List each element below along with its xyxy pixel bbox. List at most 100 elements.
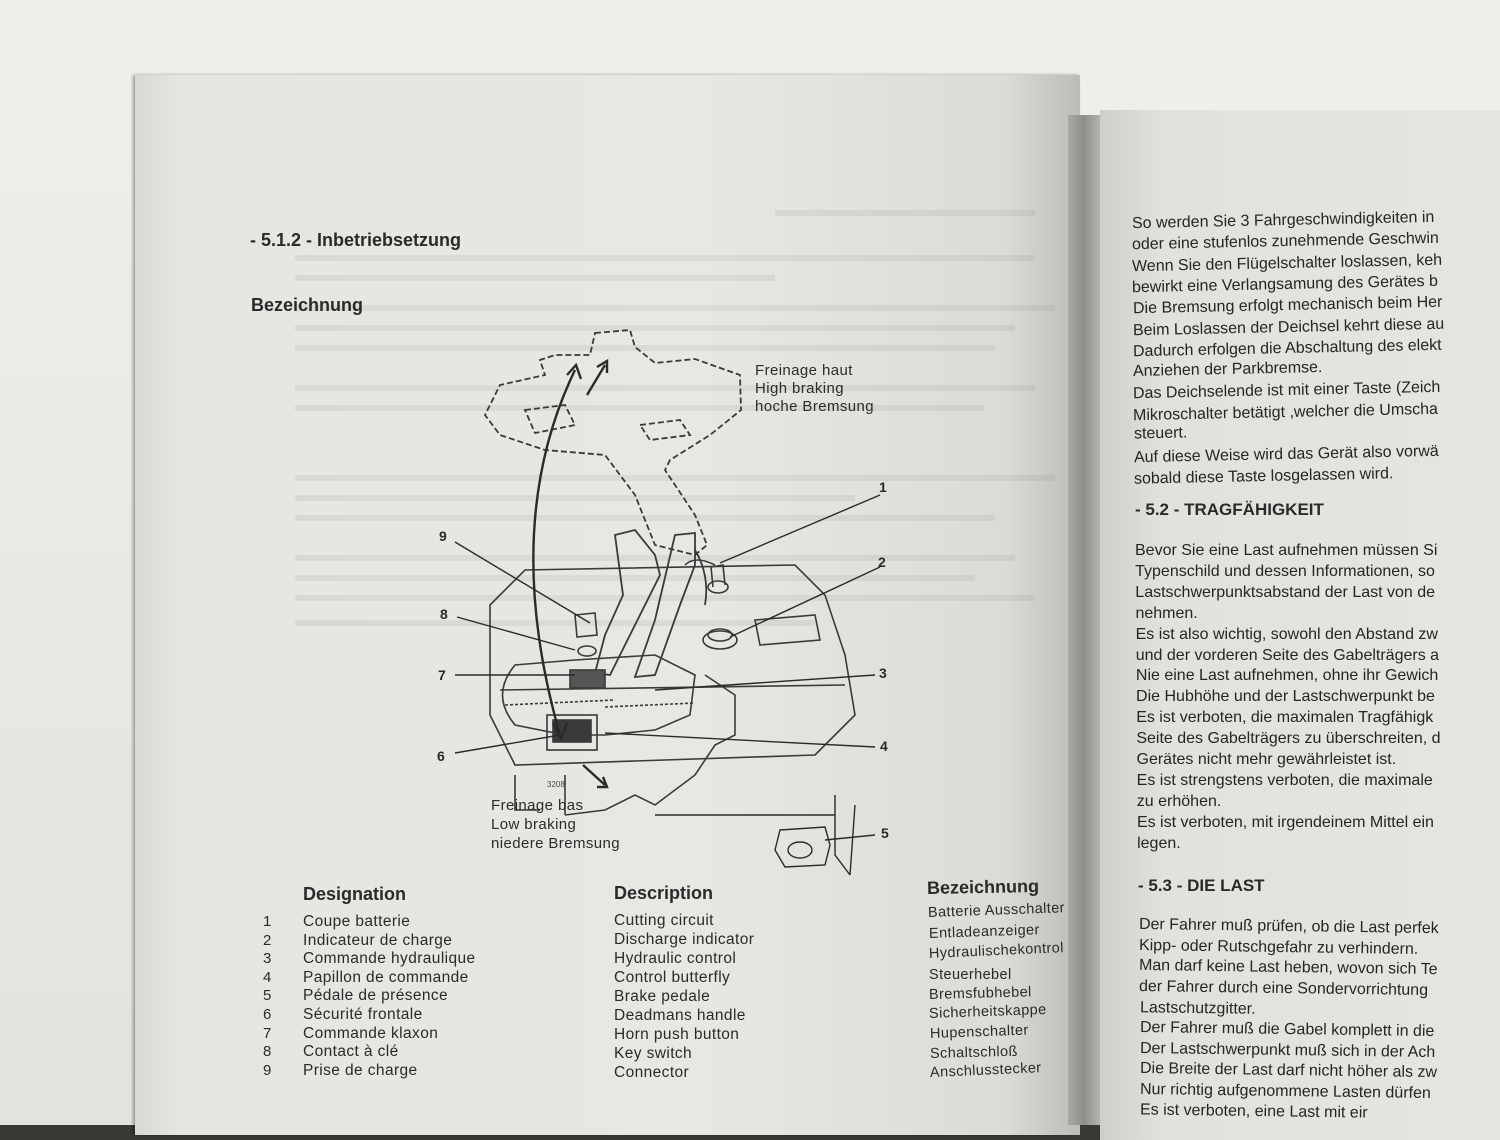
row-number: 3: [263, 950, 272, 967]
text-line: Nur richtig aufgenommene Lasten dürfen: [1140, 1080, 1432, 1102]
show-through: [295, 325, 1015, 331]
label-high-de: hoche Bremsung: [755, 398, 875, 415]
row-number: 7: [263, 1025, 272, 1042]
header-designation: Designation: [303, 884, 407, 904]
callout-4: 4: [880, 738, 888, 754]
row-designation: Indicateur de charge: [303, 932, 453, 949]
text-line: und der vorderen Seite des Gabelträgers …: [1135, 646, 1440, 664]
row-description: Discharge indicator: [614, 931, 755, 948]
text-line: Beim Loslassen der Deichsel kehrt diese …: [1132, 315, 1445, 339]
text-line: Seite des Gabelträgers zu überschreiten,…: [1136, 730, 1441, 748]
text-line: Lastschutzgitter.: [1139, 999, 1256, 1019]
subheading: Bezeichnung: [251, 295, 364, 315]
callout-7: 7: [438, 667, 446, 683]
row-designation: Pédale de présence: [303, 987, 449, 1004]
figure-code: 3208: [547, 780, 565, 789]
row-description: Connector: [614, 1064, 690, 1081]
text-line: Mikroschalter betätigt ,welcher die Umsc…: [1133, 400, 1439, 424]
text-line: Die Breite der Last darf nicht höher als…: [1139, 1060, 1438, 1082]
row-designation: Coupe batterie: [303, 913, 411, 930]
row-designation: Prise de charge: [303, 1062, 418, 1079]
tiller-arm: [593, 528, 708, 679]
text-line: Gerätes nicht mehr gewährleistet ist.: [1136, 751, 1397, 768]
callout-3: 3: [879, 665, 887, 681]
text-line: Wenn Sie den Flügelschalter loslassen, k…: [1132, 251, 1443, 275]
header-bezeichnung: Bezeichnung: [926, 876, 1040, 898]
text-line: Dadurch erfolgen die Abschaltung des ele…: [1132, 336, 1442, 361]
callout-5: 5: [881, 825, 889, 841]
control-handle: [501, 612, 736, 816]
text-line: Der Fahrer muß die Gabel komplett in die: [1139, 1018, 1435, 1041]
row-description: Deadmans handle: [614, 1007, 746, 1024]
show-through: [295, 305, 1055, 311]
label-high-en: High braking: [755, 380, 845, 397]
text-line: der Fahrer durch eine Sondervorrichtung: [1139, 977, 1429, 999]
text-line: Die Bremsung erfolgt mechanisch beim Her: [1132, 293, 1443, 318]
callout-6: 6: [437, 748, 445, 764]
pedal: [655, 795, 856, 876]
header-description: Description: [614, 883, 714, 903]
heading-die-last: - 5.3 - DIE LAST: [1138, 876, 1265, 895]
show-through: [775, 210, 1035, 216]
tiller-head-outline: [483, 329, 742, 556]
row-description: Cutting circuit: [614, 912, 714, 929]
label-low-de: niedere Bremsung: [491, 835, 620, 852]
row-designation: Sécurité frontale: [303, 1006, 423, 1023]
machine-diagram: 3208: [454, 329, 881, 876]
row-designation: Papillon de commande: [303, 969, 469, 986]
label-high-fr: Freinage haut: [755, 362, 853, 379]
text-line: Bevor Sie eine Last aufnehmen müssen Si: [1135, 542, 1438, 559]
braking-arrow: [532, 358, 609, 789]
left-page: - 5.1.2 - Inbetriebsetzung Bezeichnung: [135, 75, 1080, 1135]
text-line: Es ist strengstens verboten, die maximal…: [1136, 771, 1433, 789]
row-number: 8: [263, 1043, 272, 1060]
row-number: 1: [263, 913, 272, 930]
row-bezeichnung: Bremsfubhebel: [928, 984, 1032, 1003]
row-designation: Commande klaxon: [303, 1025, 439, 1042]
show-through: [295, 475, 1055, 481]
row-description: Control butterfly: [614, 969, 731, 986]
show-through: [295, 385, 1035, 391]
text-line: steuert.: [1133, 424, 1188, 443]
text-line: Auf diese Weise wird das Gerät also vorw…: [1133, 443, 1439, 467]
callout-2: 2: [878, 554, 886, 570]
show-through: [295, 575, 975, 581]
label-low-en: Low braking: [491, 816, 577, 833]
chassis: [489, 559, 856, 766]
text-line: Nie eine Last aufnehmen, ohne ihr Gewich: [1135, 667, 1439, 685]
text-line: Es ist verboten, eine Last mit eir: [1140, 1101, 1369, 1122]
callout-1: 1: [879, 479, 887, 495]
row-description: Horn push button: [614, 1026, 740, 1043]
text-line: Es ist verboten, die maximalen Tragfähig…: [1136, 709, 1434, 727]
text-line: Es ist verboten, mit irgendeinem Mittel …: [1136, 813, 1434, 831]
text-line: Es ist also wichtig, sowohl den Abstand …: [1135, 625, 1438, 643]
leader-lines: [454, 494, 881, 841]
text-line: Anziehen der Parkbremse.: [1132, 359, 1323, 381]
row-number: 6: [263, 1006, 272, 1023]
row-designation: Commande hydraulique: [303, 950, 476, 967]
text-line: Typenschild und dessen Informationen, so: [1135, 562, 1435, 580]
row-description: Hydraulic control: [614, 950, 737, 967]
show-through: [295, 595, 1035, 601]
text-line: bewirkt eine Verlangsamung des Gerätes b: [1132, 272, 1439, 297]
callout-9: 9: [439, 528, 447, 544]
row-description: Brake pedale: [614, 988, 711, 1005]
text-line: So werden Sie 3 Fahrgeschwindigkeiten in: [1131, 208, 1435, 233]
row-number: 4: [263, 969, 272, 986]
show-through: [295, 345, 995, 351]
row-bezeichnung: Steuerhebel: [929, 967, 1012, 983]
text-line: Kipp- oder Rutschgefahr zu verhindern.: [1139, 936, 1419, 958]
show-through: [295, 255, 1035, 261]
row-number: 9: [263, 1062, 272, 1079]
text-line: nehmen.: [1135, 604, 1198, 622]
row-description: Key switch: [614, 1045, 693, 1062]
text-line: sobald diese Taste losgelassen wird.: [1133, 464, 1394, 488]
row-number: 2: [263, 932, 272, 949]
row-number: 5: [263, 987, 272, 1004]
text-line: Der Lastschwerpunkt muß sich in der Ach: [1139, 1039, 1436, 1061]
show-through: [295, 495, 855, 501]
section-heading: - 5.1.2 - Inbetriebsetzung: [250, 230, 462, 250]
callout-8: 8: [440, 606, 448, 622]
text-line: Man darf keine Last heben, wovon sich Te: [1139, 957, 1438, 979]
text-line: Das Deichselende ist mit einer Taste (Ze…: [1133, 379, 1441, 403]
